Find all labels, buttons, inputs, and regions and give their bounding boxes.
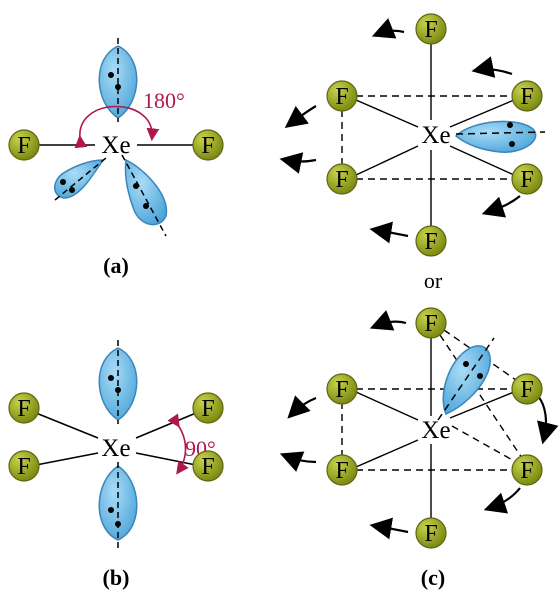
svg-text:F: F: [424, 521, 437, 547]
lone-pair-lobe-lower-left: [54, 157, 107, 201]
panel-c-upper: F F F F F F Xe: [279, 13, 546, 257]
bond-xe-f-right-front: [449, 145, 515, 176]
bond-xe-f-right-back: [449, 391, 515, 419]
bond-xe-f-lower-left: [35, 452, 99, 466]
fluorine-atom-right-front: F: [511, 163, 543, 195]
lone-pair-lobe-top: [98, 38, 138, 122]
rotation-arrows: [279, 18, 521, 244]
svg-text:F: F: [424, 311, 437, 337]
bond-xe-f-upper-left: [35, 412, 99, 439]
svg-text:F: F: [520, 84, 533, 110]
fluorine-atom-left-front: F: [326, 163, 358, 195]
svg-text:F: F: [17, 133, 30, 159]
lone-pair-lobe-bottom: [98, 462, 138, 548]
dashed-plane-lines: [341, 329, 523, 471]
caption-a: (a): [103, 253, 129, 278]
angle-arc-90: [167, 413, 189, 475]
fluorine-atom-bottom: F: [415, 517, 447, 549]
fluorine-atom-right: F: [192, 129, 224, 161]
bond-xe-f-right-back: [449, 99, 515, 128]
xenon-atom-label: Xe: [101, 435, 130, 462]
svg-text:F: F: [201, 396, 214, 422]
lone-pair-lobe-upper-right: [437, 337, 495, 421]
panel-a: 180° F F Xe (a): [8, 38, 224, 278]
fluorine-atom-left-back: F: [326, 80, 358, 112]
lone-pair-lobe-top: [98, 340, 138, 424]
xenon-atom-label: Xe: [421, 122, 450, 149]
svg-text:F: F: [335, 458, 348, 484]
fluorine-atom-lower-right: F: [192, 450, 224, 482]
svg-text:F: F: [335, 167, 348, 193]
fluorine-atom-top: F: [415, 307, 447, 339]
fluorine-atom-right-back: F: [511, 80, 543, 112]
svg-text:F: F: [201, 133, 214, 159]
bond-xe-f-left-back: [355, 391, 419, 421]
svg-text:F: F: [520, 458, 533, 484]
fluorine-atom-upper-left: F: [8, 392, 40, 424]
fluorine-atom-left-front: F: [326, 454, 358, 486]
bond-xe-f-left-front: [355, 145, 419, 176]
svg-text:F: F: [424, 229, 437, 255]
svg-text:F: F: [335, 377, 348, 403]
svg-text:F: F: [520, 377, 533, 403]
rotation-arrows: [279, 310, 559, 540]
angle-label-180: 180°: [143, 88, 185, 113]
bond-xe-f-left-back: [355, 99, 419, 128]
bond-xe-f-upper-right: [135, 412, 197, 439]
or-separator: or: [424, 268, 443, 293]
xenon-atom-label: Xe: [101, 132, 130, 159]
svg-text:F: F: [17, 454, 30, 480]
panel-c-lower: F F F F F F Xe (c): [279, 307, 559, 590]
fluorine-atom-top: F: [415, 13, 447, 45]
fluorine-atom-left: F: [8, 129, 40, 161]
lone-pair-lobe-right: [454, 120, 546, 153]
fluorine-atom-upper-right: F: [192, 392, 224, 424]
svg-text:F: F: [424, 17, 437, 43]
panel-b: 90° F F F F Xe (b): [8, 340, 224, 590]
fluorine-atom-lower-left: F: [8, 450, 40, 482]
svg-text:F: F: [335, 84, 348, 110]
svg-text:F: F: [201, 454, 214, 480]
svg-text:F: F: [17, 396, 30, 422]
angle-arc-180: [74, 105, 160, 149]
xenon-atom-label: Xe: [421, 417, 450, 444]
fluorine-atom-bottom: F: [415, 225, 447, 257]
caption-b: (b): [103, 565, 130, 590]
lone-pair-lobe-lower-right: [121, 154, 168, 237]
fluorine-atom-left-back: F: [326, 373, 358, 405]
caption-c: (c): [421, 565, 445, 590]
dashed-equatorial-plane: [341, 95, 516, 180]
bond-xe-f-left-front: [355, 439, 419, 468]
svg-text:F: F: [520, 167, 533, 193]
fluorine-atom-right-back: F: [511, 373, 543, 405]
fluorine-atom-right-front: F: [511, 454, 543, 486]
